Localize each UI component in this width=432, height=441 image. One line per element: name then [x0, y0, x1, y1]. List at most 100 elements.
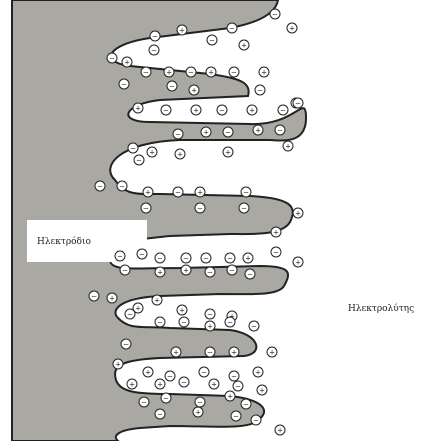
svg-text:−: − — [136, 157, 142, 165]
svg-text:+: + — [191, 87, 197, 95]
positive-ion: + — [143, 187, 153, 197]
svg-text:−: − — [207, 311, 213, 319]
positive-ion: + — [229, 347, 239, 357]
positive-ion: + — [225, 391, 235, 401]
negative-ion: − — [128, 143, 138, 153]
negative-ion: − — [199, 367, 209, 377]
positive-ion: + — [122, 57, 132, 67]
negative-ion: − — [179, 317, 189, 327]
svg-text:+: + — [149, 149, 155, 157]
svg-text:+: + — [285, 143, 291, 151]
positive-ion: + — [171, 347, 181, 357]
svg-text:−: − — [277, 127, 283, 135]
positive-ion: + — [177, 25, 187, 35]
positive-ion: + — [152, 295, 162, 305]
positive-ion: + — [164, 67, 174, 77]
positive-ion: + — [293, 257, 303, 267]
svg-text:−: − — [127, 311, 133, 319]
negative-ion: − — [241, 399, 251, 409]
svg-text:+: + — [179, 307, 185, 315]
negative-ion: − — [155, 317, 165, 327]
svg-text:−: − — [225, 129, 231, 137]
svg-text:+: + — [269, 349, 275, 357]
svg-text:+: + — [154, 297, 160, 305]
negative-ion: − — [89, 291, 99, 301]
svg-text:−: − — [257, 87, 263, 95]
negative-ion: − — [205, 347, 215, 357]
positive-ion: + — [283, 141, 293, 151]
svg-text:−: − — [181, 319, 187, 327]
negative-ion: − — [275, 125, 285, 135]
negative-ion: − — [119, 79, 129, 89]
positive-ion: + — [257, 385, 267, 395]
negative-ion: − — [229, 67, 239, 77]
svg-text:−: − — [143, 205, 149, 213]
negative-ion: − — [249, 321, 259, 331]
negative-ion: − — [120, 265, 130, 275]
svg-text:−: − — [157, 411, 163, 419]
positive-ion: + — [201, 127, 211, 137]
negative-ion: − — [121, 339, 131, 349]
svg-text:−: − — [157, 255, 163, 263]
svg-text:−: − — [273, 249, 279, 257]
svg-text:+: + — [273, 229, 279, 237]
svg-text:+: + — [211, 381, 217, 389]
svg-text:−: − — [280, 107, 286, 115]
negative-ion: − — [239, 203, 249, 213]
svg-text:−: − — [163, 395, 169, 403]
svg-text:+: + — [166, 69, 172, 77]
negative-ion: − — [251, 415, 261, 425]
svg-text:+: + — [231, 349, 237, 357]
positive-ion: + — [133, 103, 143, 113]
positive-ion: + — [209, 379, 219, 389]
negative-ion: − — [225, 317, 235, 327]
positive-ion: + — [193, 407, 203, 417]
svg-text:−: − — [139, 251, 145, 259]
svg-text:+: + — [157, 381, 163, 389]
svg-text:+: + — [261, 69, 267, 77]
svg-text:−: − — [229, 267, 235, 275]
svg-text:+: + — [145, 369, 151, 377]
svg-text:−: − — [231, 373, 237, 381]
negative-ion: − — [227, 265, 237, 275]
svg-text:+: + — [115, 361, 121, 369]
negative-ion: − — [241, 187, 251, 197]
svg-text:−: − — [247, 271, 253, 279]
negative-ion: − — [115, 251, 125, 261]
negative-ion: − — [227, 23, 237, 33]
svg-text:+: + — [207, 323, 213, 331]
negative-ion: − — [223, 127, 233, 137]
svg-text:−: − — [123, 341, 129, 349]
svg-text:+: + — [249, 107, 255, 115]
negative-ion: − — [293, 98, 303, 108]
negative-ion: − — [195, 397, 205, 407]
positive-ion: + — [181, 265, 191, 275]
svg-text:−: − — [233, 413, 239, 421]
svg-text:−: − — [143, 69, 149, 77]
svg-text:−: − — [251, 323, 257, 331]
positive-ion: + — [205, 321, 215, 331]
positive-ion: + — [239, 40, 249, 50]
svg-text:−: − — [241, 205, 247, 213]
positive-ion: + — [243, 253, 253, 263]
svg-text:+: + — [227, 393, 233, 401]
negative-ion: − — [141, 203, 151, 213]
svg-text:+: + — [295, 259, 301, 267]
negative-ion: − — [205, 267, 215, 277]
svg-text:−: − — [243, 189, 249, 197]
svg-text:+: + — [109, 295, 115, 303]
svg-text:+: + — [183, 267, 189, 275]
svg-text:−: − — [141, 399, 147, 407]
svg-text:+: + — [241, 42, 247, 50]
positive-ion: + — [189, 85, 199, 95]
svg-text:+: + — [135, 105, 141, 113]
svg-text:−: − — [157, 319, 163, 327]
positive-ion: + — [143, 367, 153, 377]
positive-ion: + — [267, 347, 277, 357]
positive-ion: + — [293, 208, 303, 218]
negative-ion: − — [125, 309, 135, 319]
svg-text:−: − — [253, 417, 259, 425]
negative-ion: − — [155, 409, 165, 419]
negative-ion: − — [165, 371, 175, 381]
negative-ion: − — [181, 253, 191, 263]
